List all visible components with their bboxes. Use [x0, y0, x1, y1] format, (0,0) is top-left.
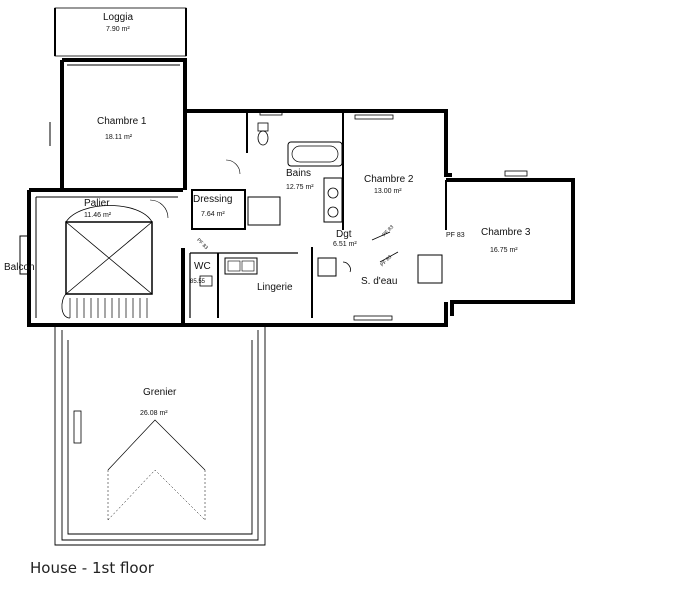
lower-band-walls	[181, 248, 448, 327]
bathtub	[287, 141, 343, 167]
chambre3-area: 16.75 m²	[490, 247, 518, 254]
grenier-area: 26.08 m²	[140, 410, 168, 417]
loggia-area: 7.90 m²	[106, 26, 130, 33]
chambre2-label: Chambre 2	[364, 174, 414, 185]
dressing-walls	[191, 189, 246, 230]
dgt-label: Dgt	[336, 229, 352, 240]
chambre1-label: Chambre 1	[97, 116, 147, 127]
bains-area: 12.75 m²	[286, 184, 314, 191]
dressing-area: 7.64 m²	[201, 211, 225, 218]
stair-steps	[69, 298, 148, 318]
floor-caption: House - 1st floor	[30, 559, 154, 577]
grenier-label: Grenier	[143, 387, 177, 398]
palier-label: Palier	[84, 198, 110, 209]
wc-window-mark: 85.55	[190, 279, 206, 285]
chambre2-area: 13.00 m²	[374, 188, 402, 195]
chambre1-area: 18.11 m²	[105, 134, 133, 141]
grenier-roof-lines	[107, 419, 206, 471]
chambre3-walls	[446, 178, 575, 316]
palier-area: 11.46 m²	[84, 212, 112, 219]
grenier-outline	[54, 326, 266, 546]
dgt-area: 6.51 m²	[333, 241, 357, 248]
palier-walls	[27, 188, 183, 327]
balcon-label: Balcon	[4, 262, 35, 273]
lingerie-label: Lingerie	[257, 282, 293, 293]
chambre3-label: Chambre 3	[481, 227, 531, 238]
bains-label: Bains	[286, 168, 312, 179]
wc-label: WC	[194, 261, 211, 272]
stair-void	[65, 221, 153, 295]
dressing-label: Dressing	[193, 194, 233, 205]
sdeau-label: S. d'eau	[361, 276, 398, 287]
loggia-label: Loggia	[103, 12, 134, 23]
pf83-mark: PF 83	[446, 232, 465, 239]
